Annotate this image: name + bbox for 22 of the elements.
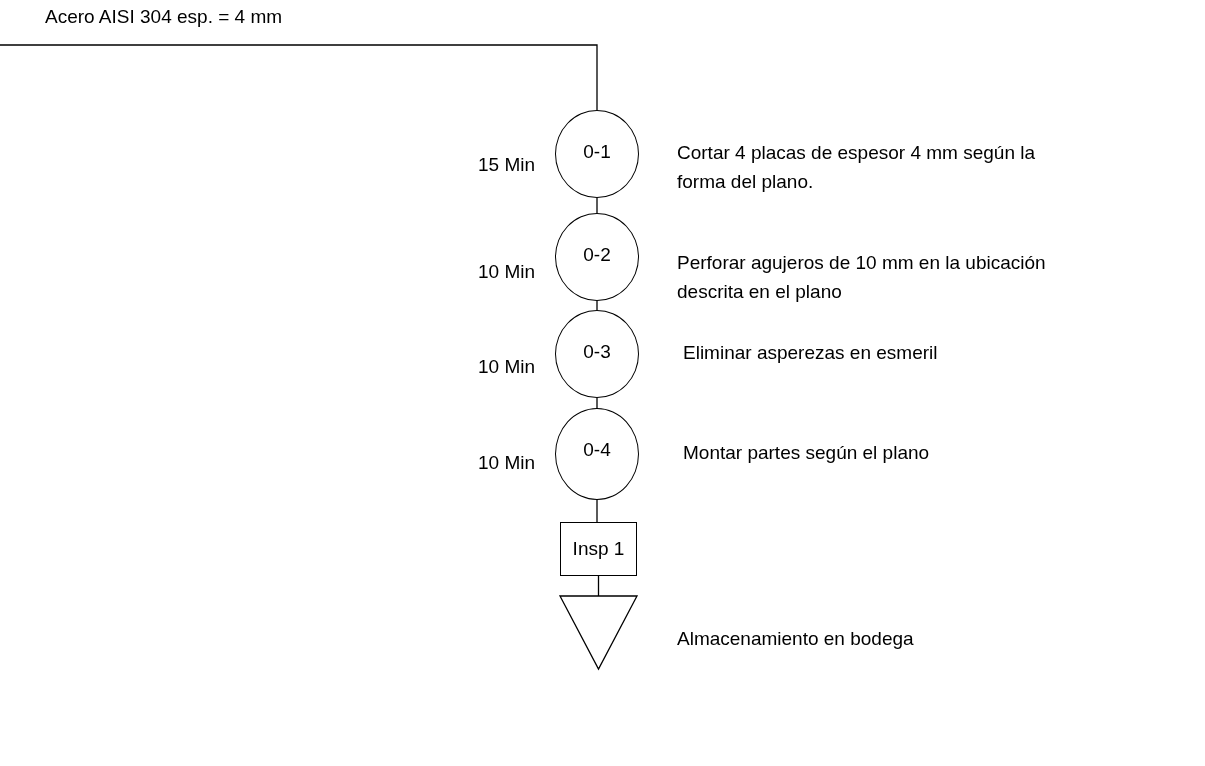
duration-label: 10 Min — [478, 355, 537, 379]
operation-code: 0-4 — [583, 439, 611, 462]
material-text: Acero AISI 304 esp. = 4 mm — [45, 6, 283, 28]
operation-description: Eliminar asperezas en esmeril — [683, 341, 939, 365]
connector-line — [596, 300, 598, 311]
operation-description: Cortar 4 placas de espesor 4 mm según la forma del plano. — [677, 141, 1036, 195]
operation-code: 0-1 — [583, 141, 611, 164]
operation-code: 0-2 — [583, 244, 611, 267]
operation-code: Insp 1 — [572, 537, 625, 561]
storage-description: Almacenamiento en bodega — [677, 627, 915, 651]
connector-line — [596, 499, 598, 523]
operation-description: Perforar agujeros de 10 mm en la ubicación descrita en el plano — [677, 251, 1047, 305]
connector-line — [0, 44, 598, 111]
duration-label: 10 Min — [478, 260, 537, 284]
operation-description: Montar partes según el plano — [683, 441, 931, 465]
duration-label: 15 Min — [478, 153, 537, 177]
connector-line — [596, 197, 598, 214]
operation-code: 0-3 — [583, 341, 611, 364]
connector-line — [597, 575, 600, 597]
connector-line — [596, 397, 598, 409]
duration-label: 10 Min — [478, 451, 537, 475]
inspection-box — [560, 522, 637, 576]
